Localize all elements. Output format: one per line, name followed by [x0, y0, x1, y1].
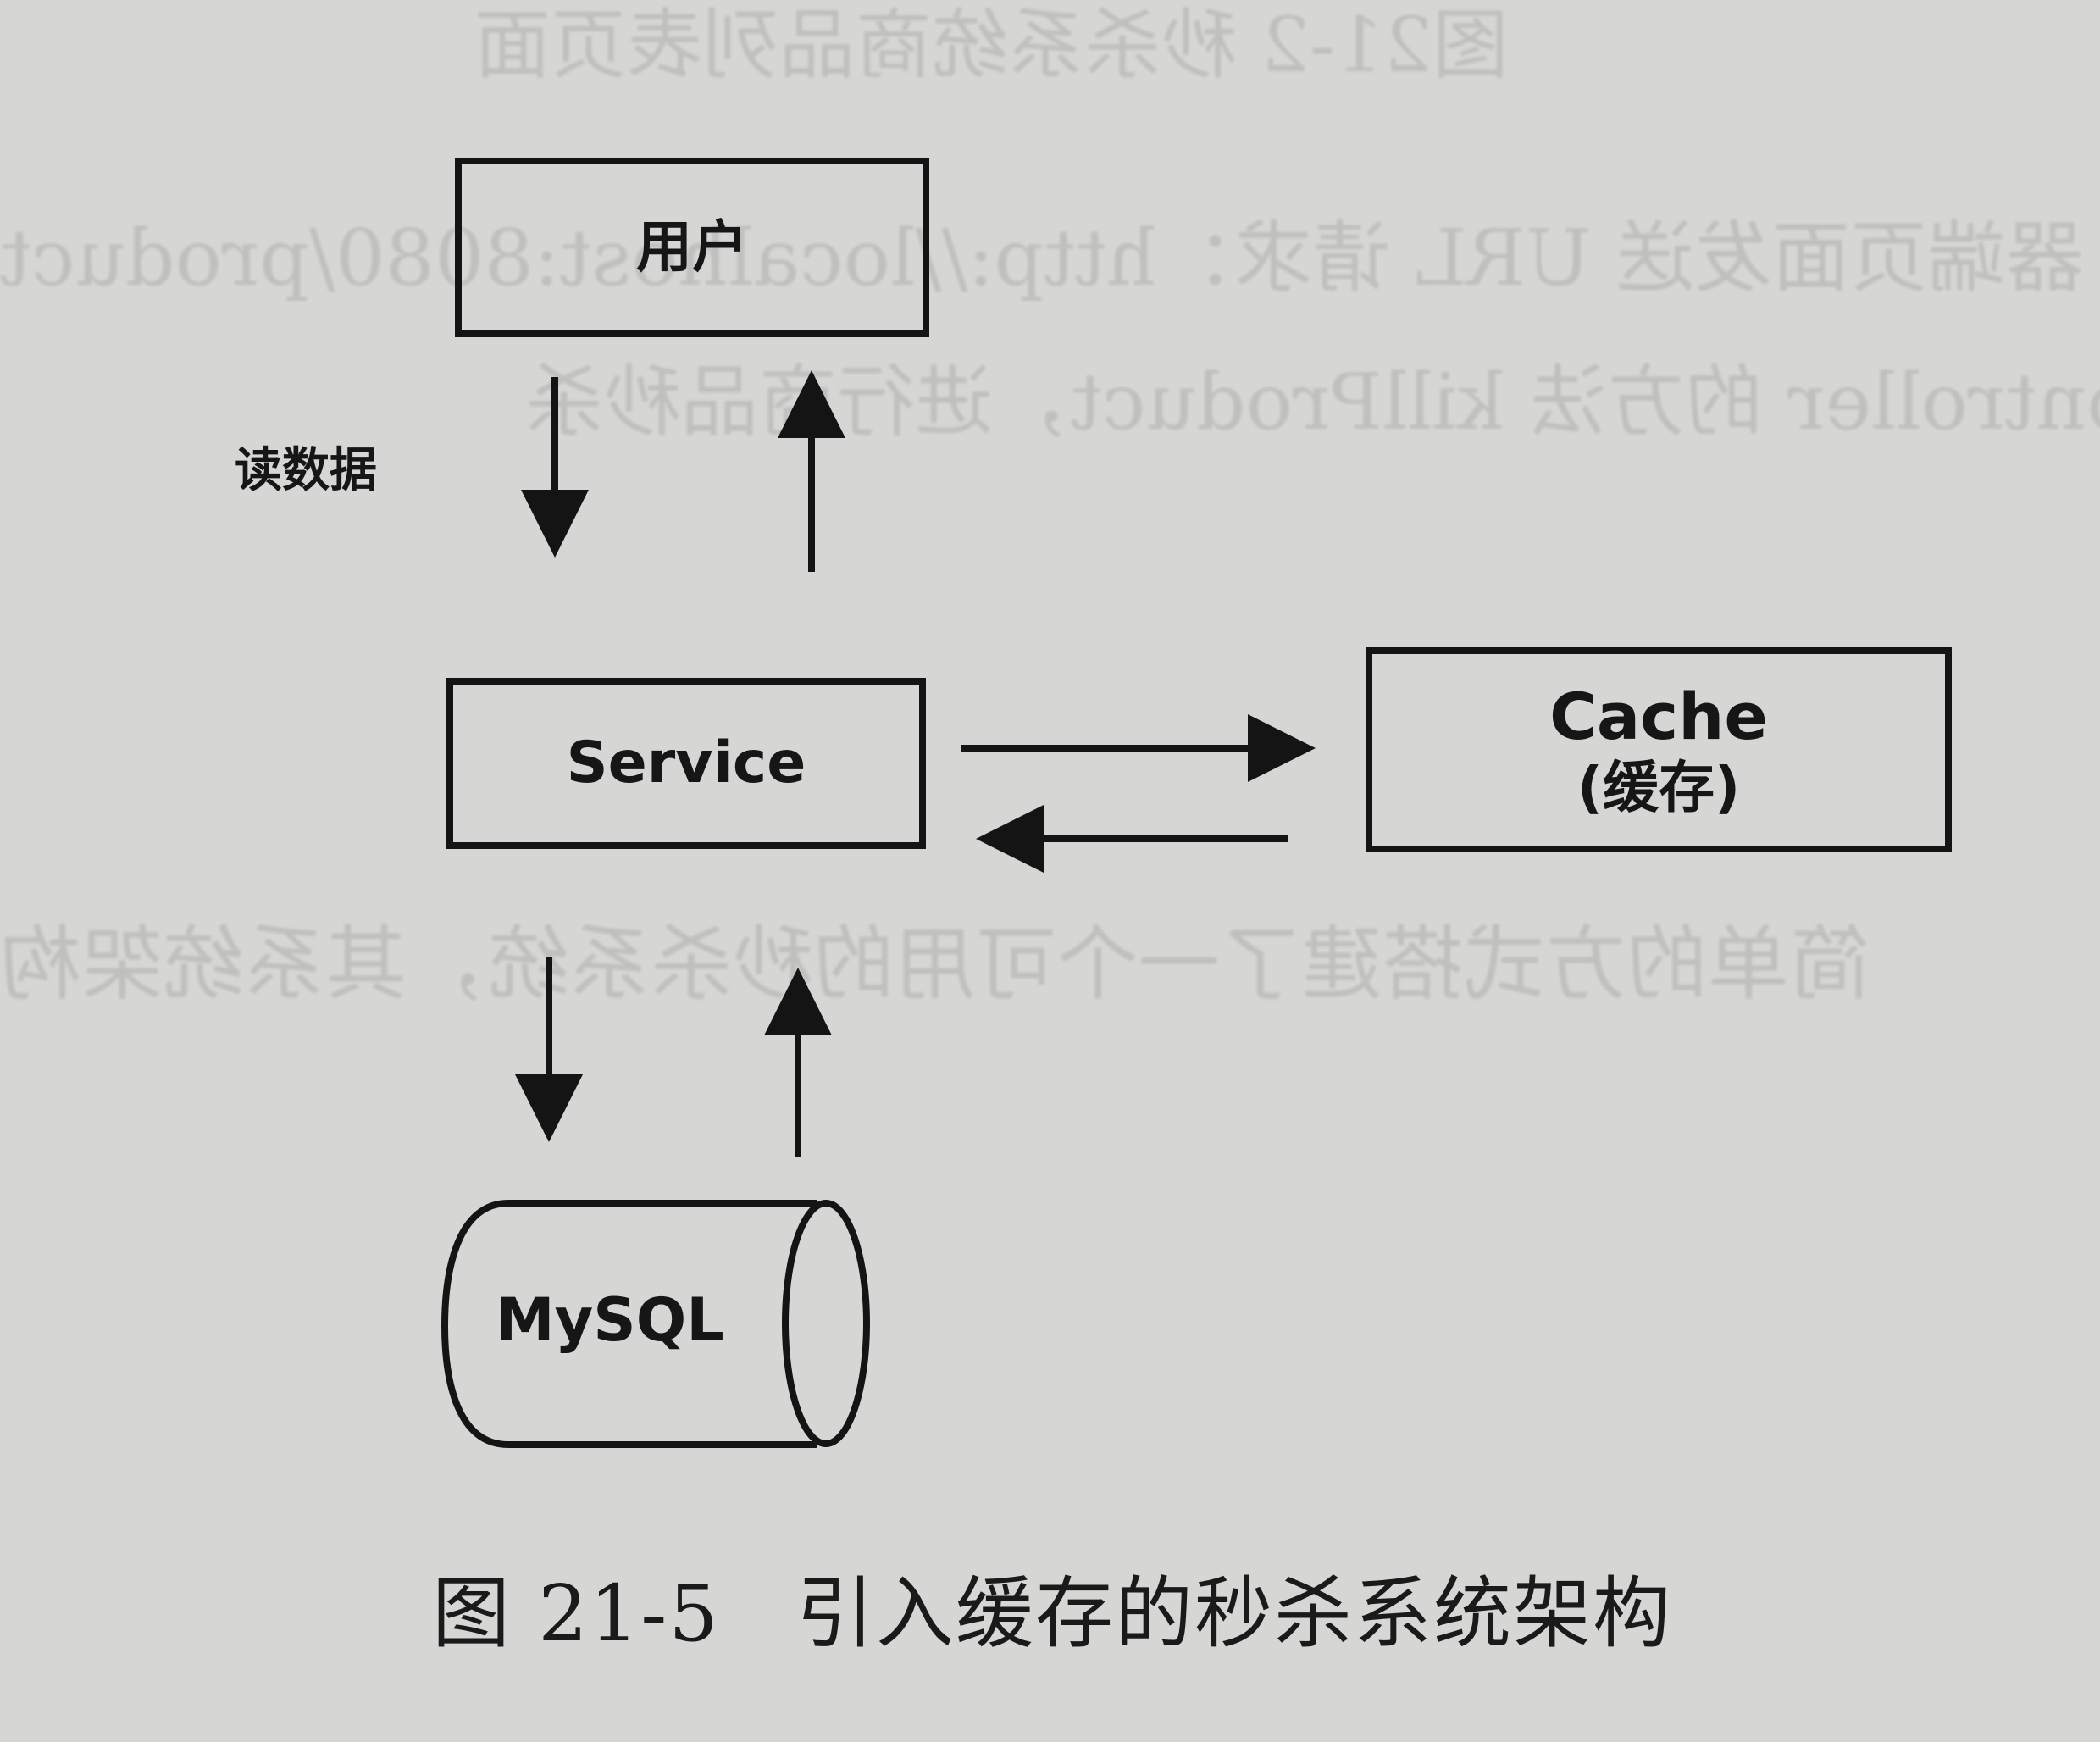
service-node: Service	[446, 678, 926, 849]
cache-node-label: Cache	[1549, 678, 1768, 754]
user-node-label: 用户	[636, 214, 748, 280]
user-node: 用户	[455, 158, 929, 337]
cache-node: Cache (缓存)	[1366, 647, 1952, 852]
mysql-node-label: MySQL	[496, 1285, 724, 1355]
read-data-label: 读数据	[235, 443, 377, 498]
figure-caption: 图 21-5 引入缓存的秒杀系统架构	[432, 1551, 1672, 1663]
figure-number: 图 21-5	[432, 1568, 720, 1659]
cache-node-sublabel: (缓存)	[1576, 754, 1741, 820]
service-node-label: Service	[566, 729, 806, 796]
mysql-cylinder-shape	[441, 1200, 870, 1448]
figure-title: 引入缓存的秒杀系统架构	[795, 1568, 1672, 1659]
